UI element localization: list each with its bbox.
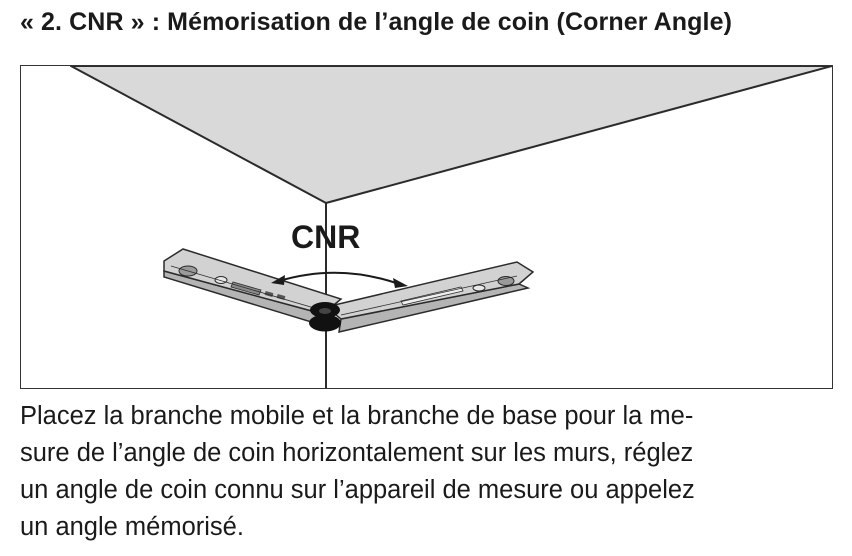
section-heading: « 2. CNR » : Mémorisation de l’angle de … — [20, 8, 733, 36]
paragraph-line: un angle de coin connu sur l’appareil de… — [20, 476, 695, 504]
paragraph-line: un angle mémorisé. — [20, 513, 244, 541]
hinge-joint — [309, 302, 341, 332]
cnr-label: CNR — [291, 219, 360, 255]
corner-illustration-svg: CNR — [70, 66, 832, 388]
mobile-branch-arm — [324, 261, 535, 333]
instruction-paragraph: Placez la branche mobile et la branche d… — [20, 398, 840, 546]
paragraph-line: Placez la branche mobile et la branche d… — [20, 402, 694, 430]
ceiling-plane — [70, 66, 832, 204]
corner-angle-illustration: CNR — [20, 65, 833, 389]
base-branch-arm — [163, 248, 343, 330]
paragraph-line: sure de l’angle de coin horizontalement … — [20, 439, 694, 467]
rotation-arrow — [271, 271, 408, 288]
